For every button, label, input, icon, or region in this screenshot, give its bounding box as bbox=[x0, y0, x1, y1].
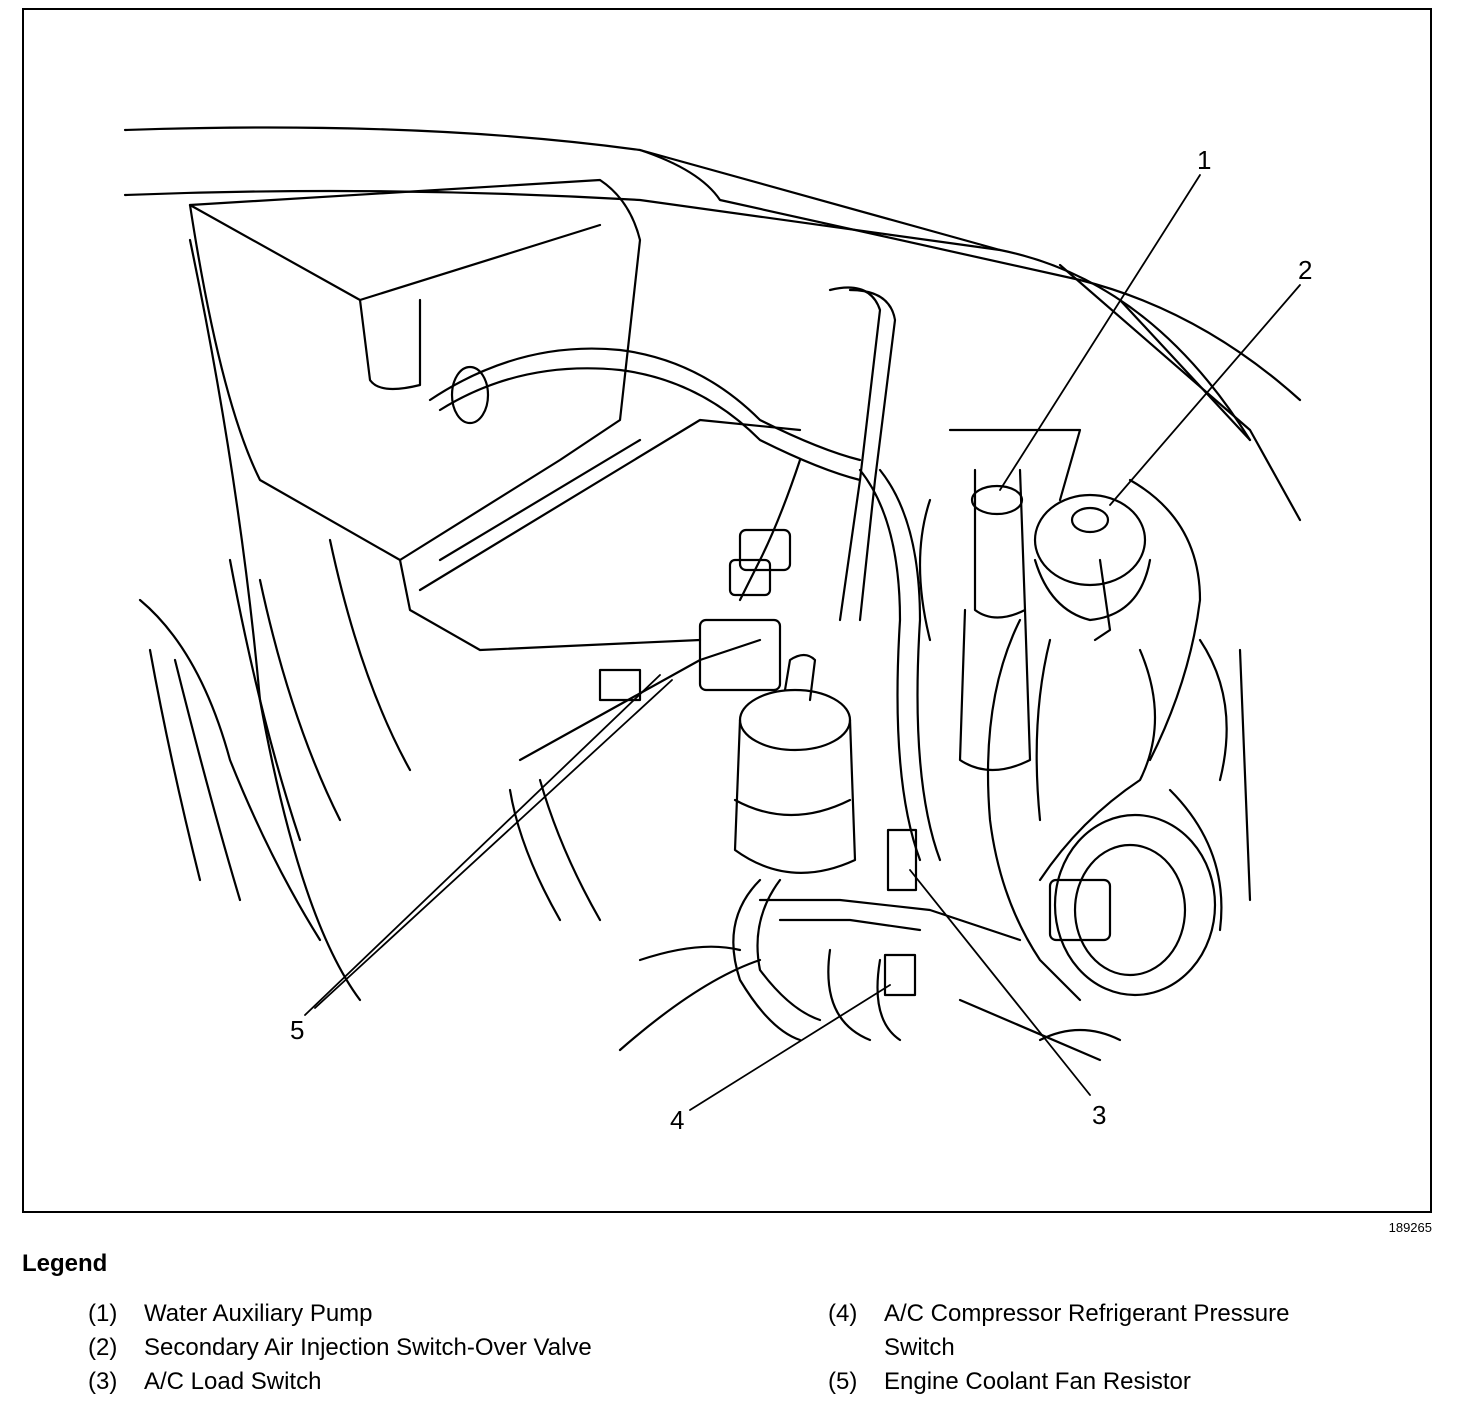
legend-number: (1) bbox=[88, 1300, 118, 1327]
lower-hoses bbox=[618, 828, 1122, 1062]
callout-5: 5 bbox=[290, 1015, 305, 1045]
legend-text: Water Auxiliary Pump bbox=[144, 1300, 373, 1327]
canister bbox=[732, 653, 857, 1042]
left-fender bbox=[138, 238, 412, 1002]
air-box bbox=[188, 178, 802, 652]
engine-bay-illustration bbox=[123, 126, 1302, 1111]
legend-item: (4) A/C Compressor Refrigerant Pressure … bbox=[828, 1297, 1388, 1365]
legend-item: (2) Secondary Air Injection Switch-Over … bbox=[88, 1331, 748, 1365]
legend-title: Legend bbox=[22, 1250, 108, 1277]
wiring-harness bbox=[428, 286, 942, 862]
legend-number: (2) bbox=[88, 1334, 118, 1361]
valve-dome bbox=[1033, 478, 1202, 762]
body-outline bbox=[123, 126, 1302, 522]
diagram-frame bbox=[22, 8, 1432, 1213]
legend-number: (4) bbox=[828, 1300, 858, 1327]
callout-3: 3 bbox=[1092, 1100, 1107, 1130]
legend-text: Secondary Air Injection Switch-Over Valv… bbox=[144, 1334, 592, 1361]
right-hoses bbox=[986, 618, 1252, 1002]
legend-column-left: (1) Water Auxiliary Pump (2) Secondary A… bbox=[88, 1297, 748, 1399]
legend-number: (5) bbox=[828, 1368, 858, 1395]
legend-column-right: (4) A/C Compressor Refrigerant Pressure … bbox=[828, 1297, 1388, 1399]
connectors bbox=[508, 528, 792, 922]
water-pump-column bbox=[918, 428, 1082, 771]
legend-item: (5) Engine Coolant Fan Resistor bbox=[828, 1365, 1388, 1399]
legend-text: A/C Load Switch bbox=[144, 1368, 322, 1395]
leader-lines bbox=[304, 174, 1301, 1111]
callout-4: 4 bbox=[670, 1105, 685, 1135]
callout-1: 1 bbox=[1197, 145, 1212, 175]
legend-text: A/C Compressor Refrigerant Pressure Swit… bbox=[884, 1300, 1290, 1361]
callout-2: 2 bbox=[1298, 255, 1313, 285]
legend-text: Engine Coolant Fan Resistor bbox=[884, 1368, 1191, 1395]
figure-id: 189265 bbox=[1388, 1220, 1432, 1235]
legend-number: (3) bbox=[88, 1368, 118, 1395]
legend-item: (3) A/C Load Switch bbox=[88, 1365, 748, 1399]
legend-item: (1) Water Auxiliary Pump bbox=[88, 1297, 748, 1331]
